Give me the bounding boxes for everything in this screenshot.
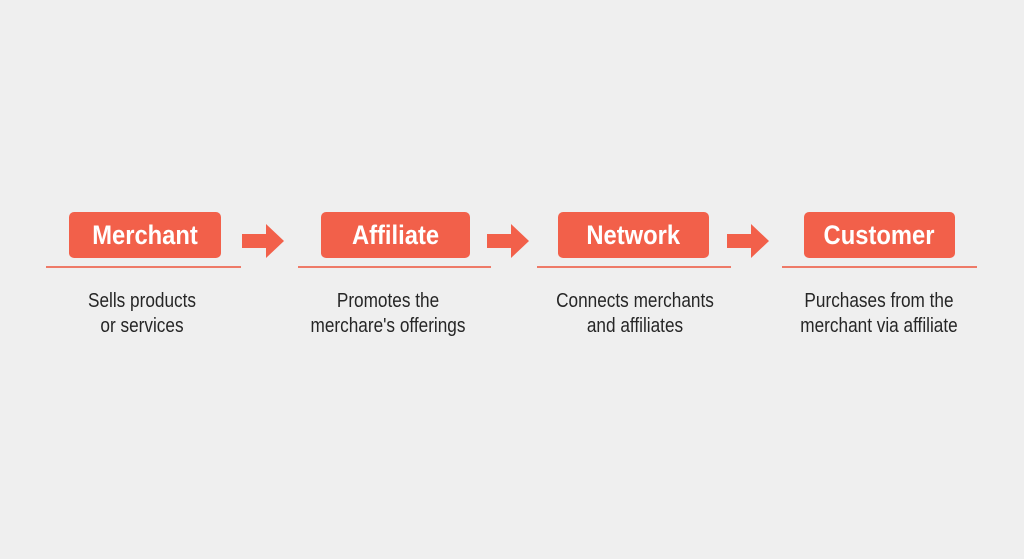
arrow-right-icon — [242, 224, 284, 258]
affiliate-underline — [298, 266, 491, 268]
node-merchant: Merchant — [69, 212, 221, 258]
arrow-right-icon — [727, 224, 769, 258]
network-description: Connects merchants and affiliates — [515, 289, 755, 339]
network-description-line-1: Connects merchants — [556, 290, 714, 312]
arrow-right-icon — [487, 224, 529, 258]
merchant-description-line-1: Sells products — [87, 290, 197, 312]
node-network: Network — [558, 212, 709, 258]
node-affiliate-label: Affiliate — [351, 219, 440, 250]
node-affiliate: Affiliate — [321, 212, 470, 258]
network-underline — [537, 266, 731, 268]
customer-description-line-1: Purchases from the — [804, 290, 954, 312]
customer-description-line-2: merchant via affiliate — [800, 315, 958, 337]
affiliate-description-line-1: Promotes the — [336, 290, 440, 312]
merchant-underline — [46, 266, 241, 268]
customer-underline — [782, 266, 977, 268]
merchant-description: Sells products or services — [22, 289, 262, 339]
customer-description: Purchases from the merchant via affiliat… — [759, 289, 999, 339]
affiliate-description-line-2: merchare's offerings — [310, 315, 466, 337]
merchant-description-line-2: or services — [100, 315, 184, 337]
node-merchant-label: Merchant — [92, 219, 198, 250]
node-network-label: Network — [586, 219, 681, 250]
affiliate-description: Promotes the merchare's offerings — [268, 289, 508, 339]
network-description-line-2: and affiliates — [586, 315, 684, 337]
node-customer-label: Customer — [824, 219, 935, 250]
node-customer: Customer — [804, 212, 955, 258]
